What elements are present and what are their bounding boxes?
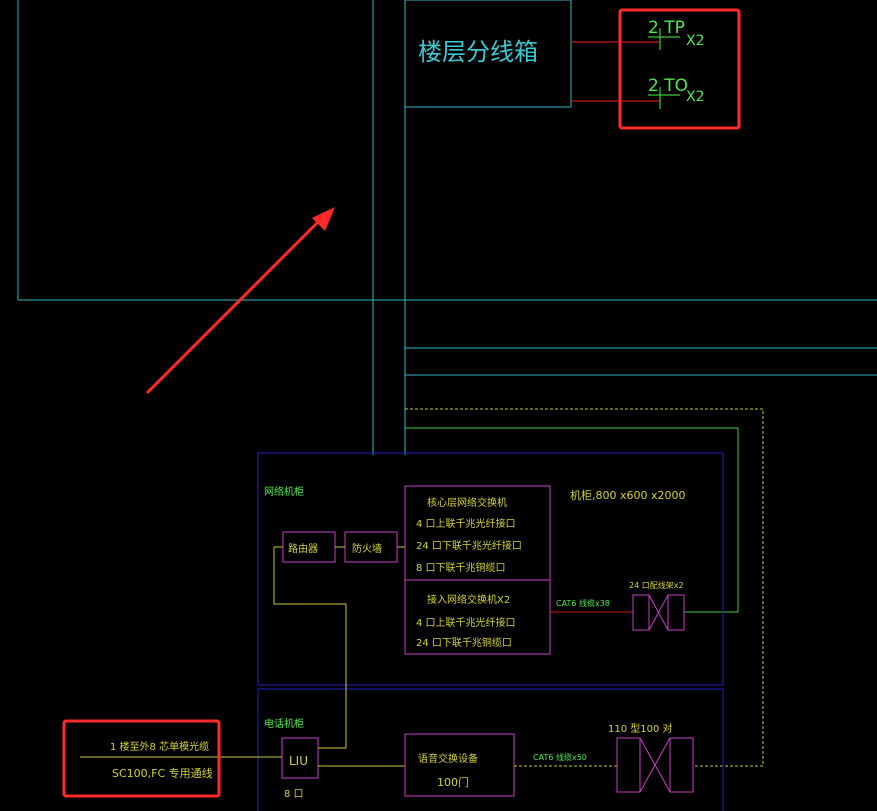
voice-device-box (404, 733, 515, 797)
arrow-head (312, 207, 335, 231)
network-cabinet-label: 网络机柜 (264, 485, 304, 498)
core-switch-line-2: 24 口下联千兆光纤接口 (416, 539, 522, 552)
patch-panel-left (632, 594, 650, 631)
access-switch-line-1: 4 口上联千兆光纤接口 (416, 616, 516, 629)
patch-cross-2 (648, 594, 669, 631)
router-liu-fiber (273, 546, 347, 749)
liu-ports-label: 8 口 (284, 789, 304, 800)
phone-patch-panel (616, 737, 694, 793)
outlet-to-mult: X2 (686, 89, 705, 105)
firewall-label: 防火墙 (352, 542, 382, 555)
cyan-structure-lines (17, 0, 877, 455)
voice-cable-route (405, 408, 764, 767)
core-switch-line-3: 8 口下联千兆铜缆口 (416, 561, 506, 574)
phone-cable-label: CAT6 线缆x50 (533, 752, 587, 762)
incoming-line-1: 1 楼至外8 芯单模光缆 (110, 740, 209, 753)
network-cabinet-box (257, 452, 724, 686)
phone-patch-left (616, 737, 641, 793)
data-cable-route (405, 427, 739, 613)
floor-distribution-box (404, 0, 572, 108)
access-switch-line-2: 24 口下联千兆铜缆口 (416, 636, 512, 649)
outlet-symbols (648, 28, 680, 109)
incoming-highlight-box (62, 719, 221, 798)
voice-device-title: 语音交换设备 (418, 752, 478, 765)
outlet-to-code: 2 TO (648, 76, 688, 96)
patch-panel-right (667, 594, 685, 631)
access-switch-title: 接入网络交换机X2 (427, 593, 510, 606)
network-patch-label: 24 口配线架x2 (629, 580, 684, 590)
phone-cabinet-box (257, 688, 724, 811)
router-label: 路由器 (288, 542, 318, 555)
core-switch-line-1: 4 口上联千兆光纤接口 (416, 517, 516, 530)
outlet-tp-mult: X2 (686, 33, 705, 49)
outlet-tp-code: 2 TP (648, 18, 685, 38)
red-annotation-arrow (145, 207, 335, 395)
phone-patch-label: 110 型100 对 (608, 722, 673, 735)
arrow-shaft (145, 216, 324, 395)
switch-rack-box (404, 485, 551, 655)
outlet-highlight-box (618, 8, 741, 130)
incoming-line-2: SC100,FC 专用通线 (112, 766, 213, 780)
outlet-feed-lines (571, 41, 660, 102)
liu-label: LIU (289, 754, 308, 768)
phone-cabinet-label: 电话机柜 (264, 717, 304, 730)
phone-patch-right (669, 737, 694, 793)
phone-cross-2 (639, 737, 671, 793)
liu-box (281, 737, 319, 779)
network-cable-label: CAT6 线缆x38 (556, 598, 610, 608)
network-patch-panel (632, 594, 685, 631)
floor-box-label: 楼层分线箱 (418, 38, 538, 66)
cabinet-size-label: 机柜,800 x600 x2000 (570, 488, 686, 502)
voice-device-ports: 100门 (437, 775, 469, 789)
core-switch-title: 核心层网络交换机 (427, 496, 507, 509)
